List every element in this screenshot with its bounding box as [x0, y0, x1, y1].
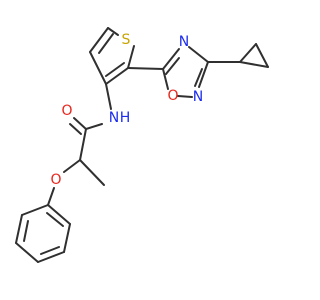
bond: [89, 27, 109, 53]
bond-layer: [15, 27, 269, 263]
bond: [105, 67, 129, 85]
bond: [23, 220, 29, 242]
bond: [162, 48, 180, 70]
bond: [69, 123, 82, 135]
bond: [46, 212, 64, 227]
atom-label-amide-hydrogen: H: [120, 110, 131, 126]
bond: [255, 43, 269, 68]
bond: [127, 45, 135, 69]
bond: [40, 246, 60, 255]
bond: [127, 67, 164, 70]
bond: [98, 33, 114, 54]
molecule-structure: S N O N N H O O: [15, 27, 269, 263]
atom-label-ring-nitrogen-top: N: [179, 34, 189, 50]
bond: [105, 83, 112, 110]
atom-label-ring-oxygen: O: [167, 88, 178, 104]
bond: [194, 68, 203, 87]
bond: [37, 251, 65, 263]
bond: [47, 204, 71, 225]
bond: [198, 61, 209, 88]
bond: [73, 117, 87, 130]
bond: [79, 128, 87, 161]
bond: [177, 95, 193, 98]
bond: [239, 43, 257, 63]
atom-label-carbonyl-oxygen: O: [61, 103, 72, 119]
bond: [15, 214, 23, 244]
bond: [63, 223, 71, 253]
bond: [47, 187, 55, 206]
bond: [105, 62, 125, 77]
bond: [79, 159, 105, 186]
bond: [21, 204, 49, 216]
bond: [63, 159, 81, 173]
atom-label-layer: S N O N N H O O: [50, 32, 203, 188]
atom-label-ring-nitrogen-bottom: N: [193, 89, 203, 105]
bond: [188, 46, 209, 63]
bond: [162, 68, 169, 90]
bond: [85, 123, 103, 130]
bond: [15, 242, 39, 263]
bond: [89, 51, 107, 85]
atom-label-sulfur: S: [122, 32, 131, 48]
bond: [165, 57, 180, 75]
bond: [239, 61, 269, 68]
atom-label-ether-oxygen: O: [50, 172, 61, 188]
atom-label-amide-nitrogen: N: [109, 110, 119, 126]
bond: [107, 27, 119, 36]
